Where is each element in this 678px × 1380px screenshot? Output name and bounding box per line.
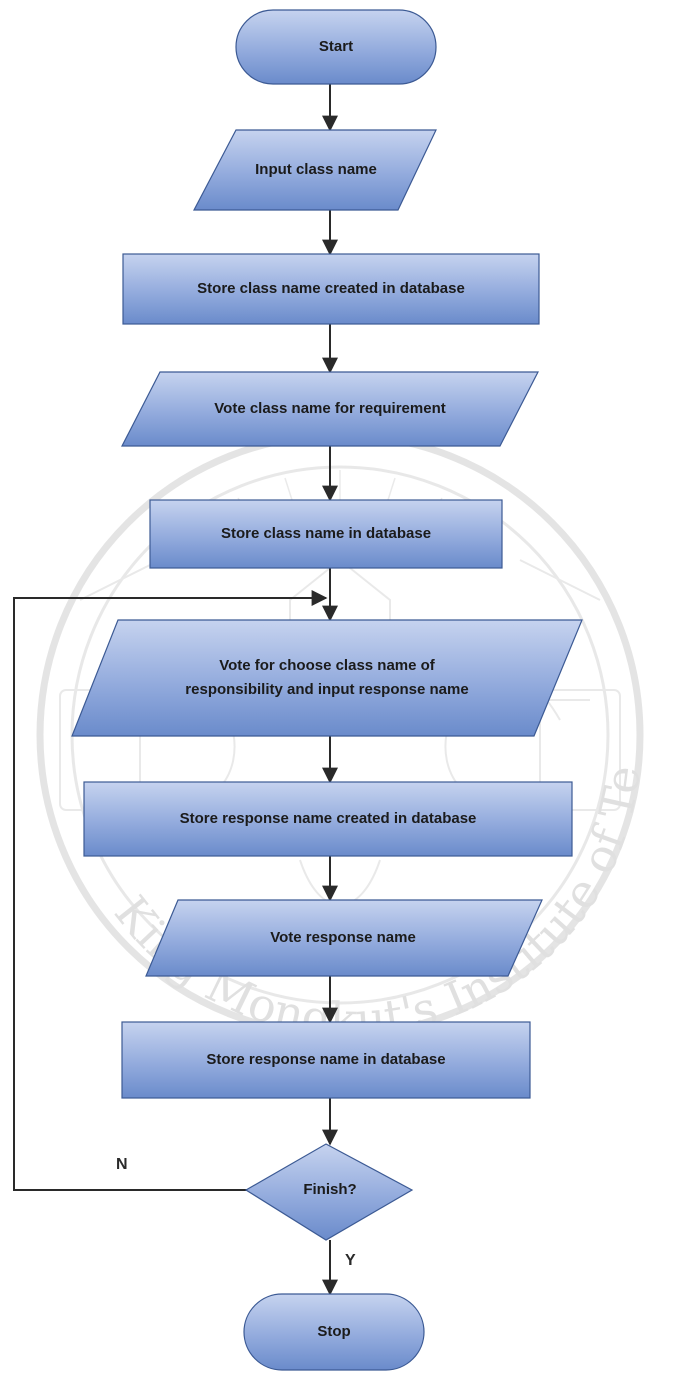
input-class-label: Input class name [255, 161, 377, 178]
finish-label: Finish? [303, 1181, 357, 1198]
nodes [71, 9, 583, 1371]
vote-class-parallelogram [121, 371, 539, 447]
store-class-created-label: Store class name created in database [197, 280, 465, 297]
vote-response-parallelogram [145, 899, 543, 977]
finish-decision [244, 1143, 414, 1241]
vote-class-label: Vote class name for requirement [214, 400, 446, 417]
edge-label-yes: Y [345, 1252, 356, 1269]
vote-choose-label-line1: Vote for choose class name of [219, 657, 435, 674]
start-label: Start [318, 38, 354, 55]
input-class-parallelogram [193, 129, 437, 211]
store-class-created-box [122, 253, 540, 325]
vote-choose-label: Vote for choose class name of responsibi… [95, 620, 559, 736]
store-class-db-box [149, 499, 503, 569]
stop-label: Stop [317, 1323, 351, 1340]
store-response-db-box [121, 1021, 531, 1099]
edge-label-no: N [116, 1156, 128, 1173]
vote-choose-parallelogram [71, 619, 583, 737]
store-response-created-label: Store response name created in database [179, 810, 477, 827]
edge-finish-no-loop [13, 590, 328, 1191]
stop-terminator [243, 1293, 425, 1371]
vote-choose-label-line2: responsibility and input response name [185, 681, 469, 698]
vote-response-label: Vote response name [270, 929, 416, 946]
store-response-created-box [83, 781, 573, 857]
store-class-db-label: Store class name in database [220, 525, 432, 542]
start-terminator [235, 9, 437, 85]
connectors [13, 84, 338, 1296]
store-response-db-label: Store response name in database [206, 1051, 446, 1068]
